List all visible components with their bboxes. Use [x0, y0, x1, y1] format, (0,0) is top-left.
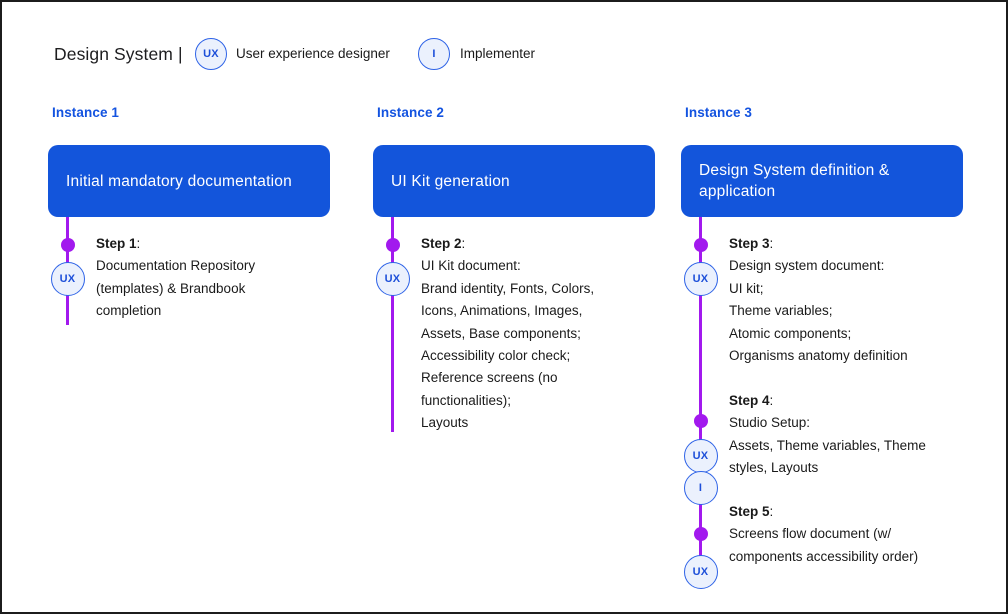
ux-role-badge: UX: [195, 38, 227, 70]
step3-line: Organisms anatomy definition: [729, 347, 908, 363]
step1-line: Documentation Repository: [96, 258, 256, 274]
phase-box-1: Initial mandatory documentation: [48, 145, 330, 217]
timeline-line-3: [699, 217, 702, 570]
step5-line: components accessibility order): [729, 548, 919, 564]
legend-label-implementer: Implementer: [460, 46, 536, 61]
step5-text: Step 5: Screens flow document (w/ compon…: [729, 501, 918, 568]
step3-ux-badge: UX: [683, 262, 718, 296]
step5-line: Screens flow document (w/: [729, 526, 892, 542]
legend-label-ux: User experience designer: [236, 46, 390, 61]
step2-heading: Step 2:: [421, 236, 466, 251]
step4-text: Step 4: Studio Setup: Assets, Theme vari…: [729, 390, 926, 480]
step2-line: Icons, Animations, Images,: [421, 303, 583, 319]
step2-line: functionalities);: [421, 392, 512, 408]
step2-line: UI Kit document:: [421, 258, 521, 274]
timeline-dot-step1: [60, 238, 75, 252]
step1-line: completion: [96, 303, 162, 319]
step4-line: Studio Setup:: [729, 415, 811, 431]
implementer-role-badge: I: [418, 38, 450, 70]
step2-line: Accessibility color check;: [421, 347, 571, 363]
step3-line: UI kit;: [729, 280, 764, 296]
step2-line: Layouts: [421, 415, 469, 431]
timeline-dot-step4: [693, 414, 708, 428]
timeline-dot-step5: [693, 527, 708, 541]
instance-1-label: Instance 1: [52, 105, 120, 120]
step3-heading: Step 3:: [729, 236, 774, 251]
instance-3-label: Instance 3: [685, 105, 753, 120]
step1-ux-badge: UX: [50, 262, 85, 296]
step3-line: Atomic components;: [729, 325, 852, 341]
step4-ux-badge: UX: [683, 439, 718, 473]
step2-text: Step 2: UI Kit document: Brand identity,…: [421, 233, 594, 435]
step4-line: styles, Layouts: [729, 460, 819, 476]
step2-line: Assets, Base components;: [421, 325, 581, 341]
step3-line: Theme variables;: [729, 303, 833, 319]
timeline-line-2: [391, 217, 394, 432]
step3-line: Design system document:: [729, 258, 885, 274]
step2-line: Reference screens (no: [421, 370, 558, 386]
timeline-dot-step3: [693, 238, 708, 252]
step4-implementer-badge: I: [683, 471, 718, 505]
step4-line: Assets, Theme variables, Theme: [729, 437, 926, 453]
step1-heading: Step 1:: [96, 236, 141, 251]
instance-2-label: Instance 2: [377, 105, 445, 120]
step3-text: Step 3: Design system document: UI kit; …: [729, 233, 908, 367]
step1-line: (templates) & Brandbook: [96, 280, 246, 296]
step1-text: Step 1: Documentation Repository (templa…: [96, 233, 255, 323]
step4-heading: Step 4:: [729, 393, 774, 408]
timeline-dot-step2: [385, 238, 400, 252]
step5-heading: Step 5:: [729, 504, 774, 519]
step2-line: Brand identity, Fonts, Colors,: [421, 280, 595, 296]
page-title: Design System |: [54, 44, 183, 64]
phase-box-3: Design System definition & application: [681, 145, 963, 217]
step2-ux-badge: UX: [375, 262, 410, 296]
phase-box-2: UI Kit generation: [373, 145, 655, 217]
step5-ux-badge: UX: [683, 555, 718, 589]
